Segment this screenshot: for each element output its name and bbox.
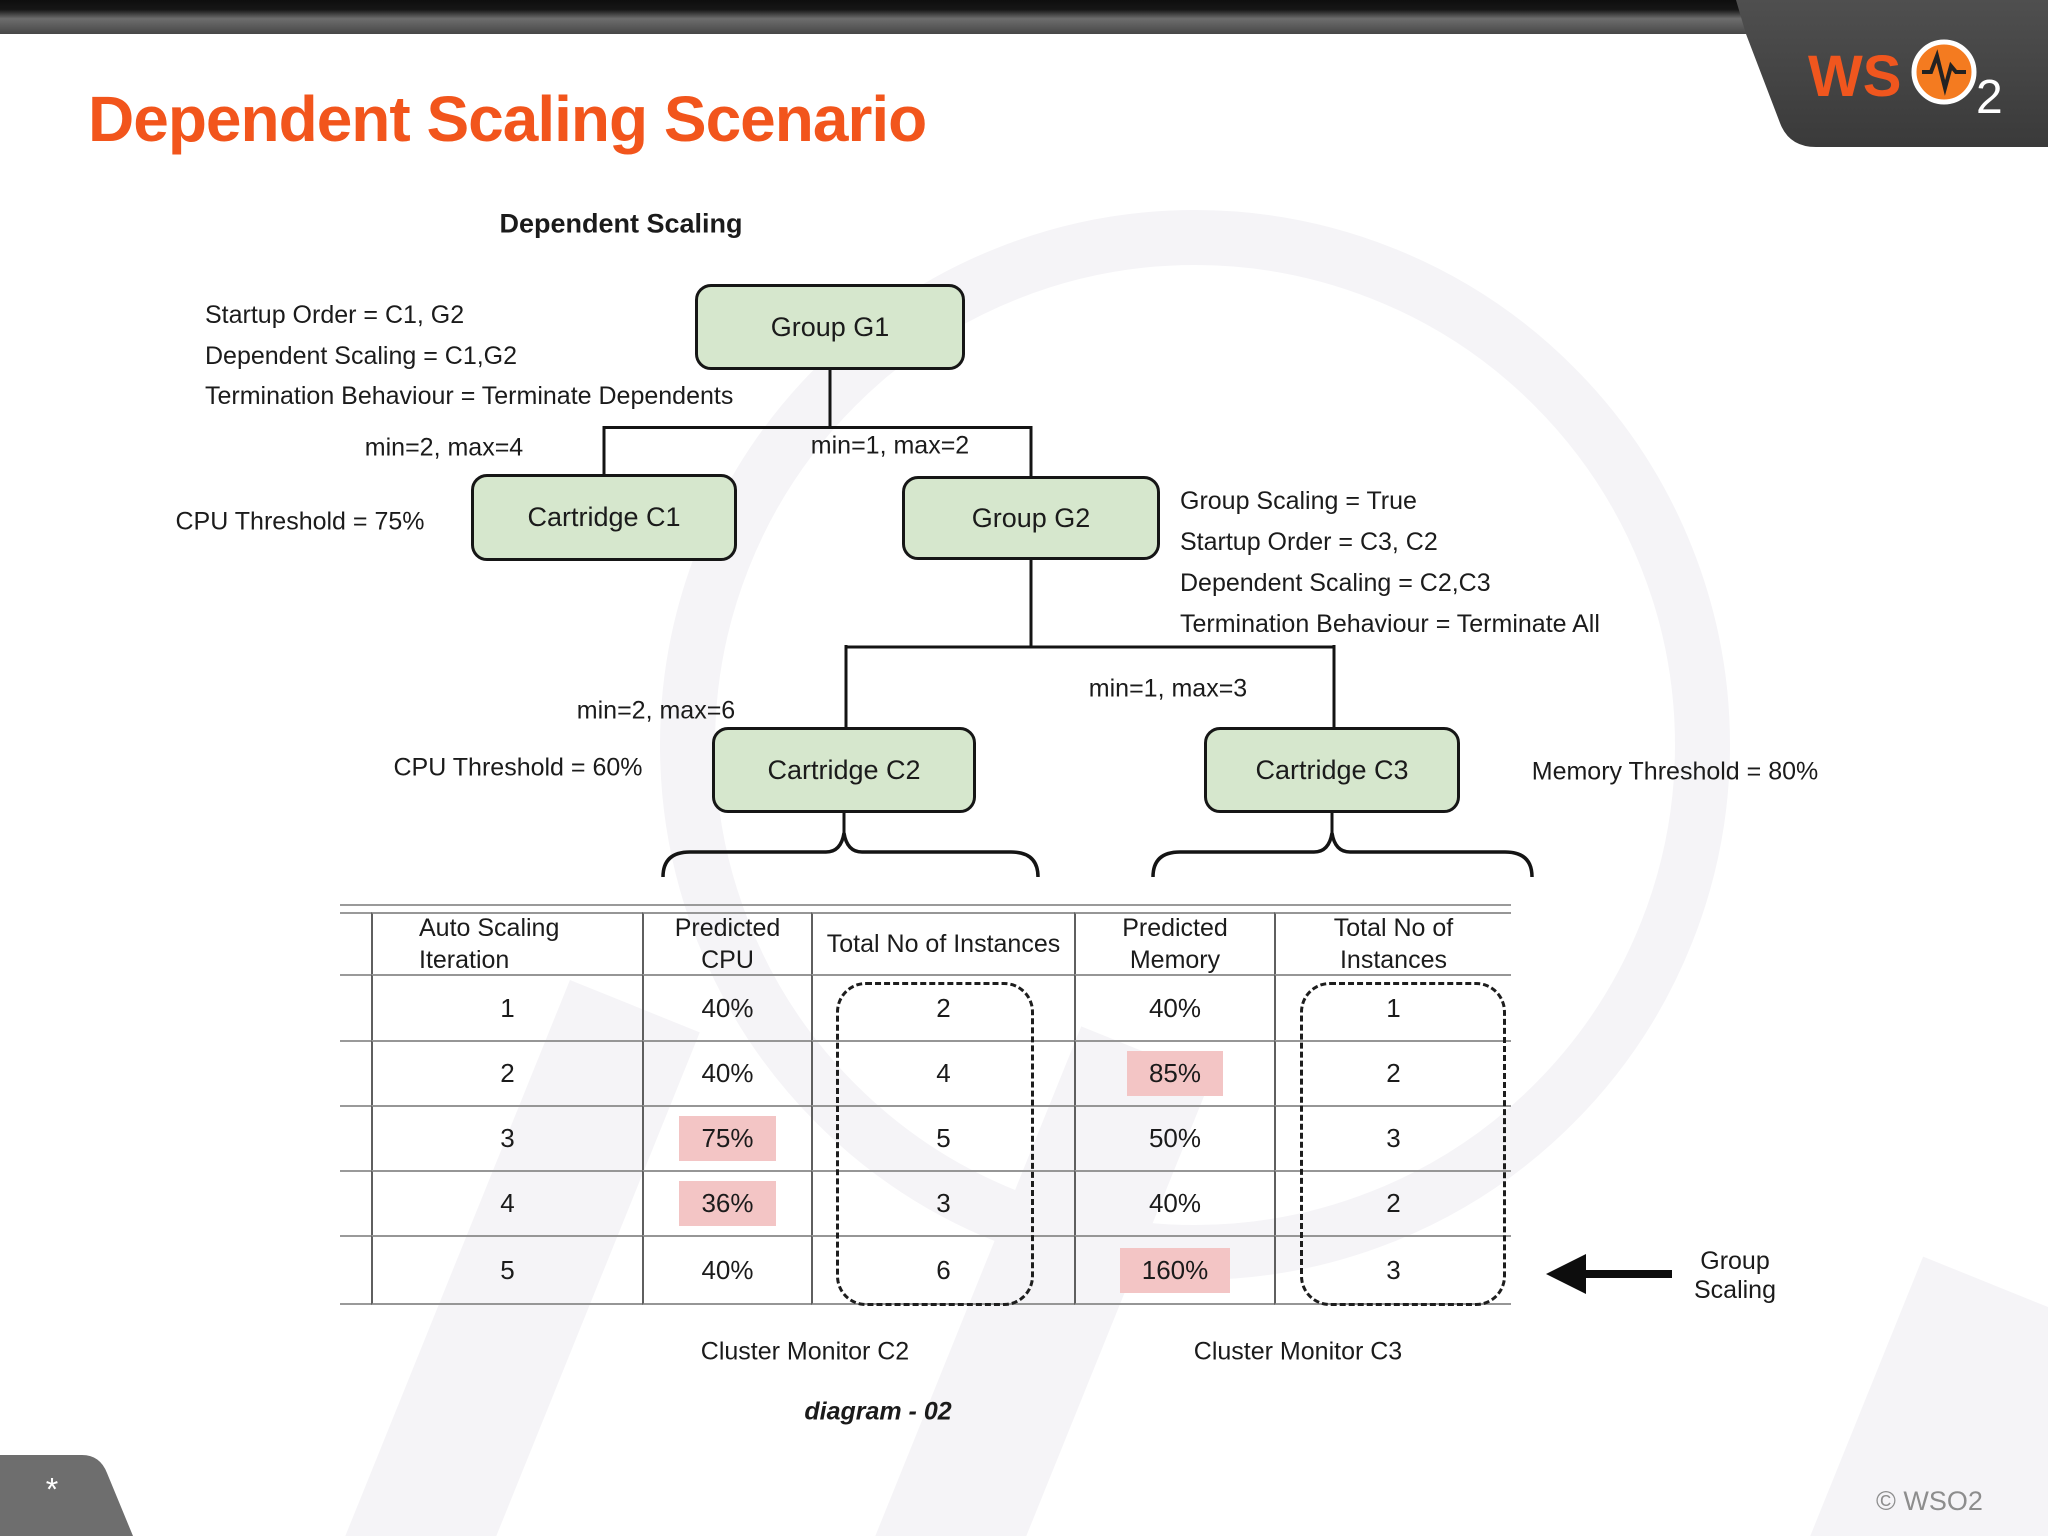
table-cell-r4-c3: 40% bbox=[1074, 1170, 1274, 1235]
table-cell-r1-c1: 40% bbox=[642, 974, 811, 1040]
node-group-g1: Group G1 bbox=[695, 284, 965, 370]
cluster-monitor-c3-caption: Cluster Monitor C3 bbox=[1193, 1337, 1403, 1366]
threshold-c1: CPU Threshold = 75% bbox=[175, 507, 425, 536]
logo-corner-shape bbox=[1736, 0, 2048, 147]
cluster-monitor-c2-caption: Cluster Monitor C2 bbox=[700, 1337, 910, 1366]
table-cell-r1-c3: 40% bbox=[1074, 974, 1274, 1040]
table-cell-r4-c1: 36% bbox=[642, 1170, 811, 1235]
logo-2-text: 2 bbox=[1976, 71, 2003, 124]
highlighted-value: 75% bbox=[679, 1116, 776, 1161]
node-cartridge-c3: Cartridge C3 bbox=[1204, 727, 1460, 813]
edge-label-c2: min=2, max=6 bbox=[576, 696, 736, 725]
table-line-overhang bbox=[340, 912, 373, 914]
diagram-caption: diagram - 02 bbox=[804, 1397, 952, 1426]
table-top-rule bbox=[340, 904, 1511, 906]
footnote-asterisk: * bbox=[45, 1471, 59, 1508]
diagram-title: Dependent Scaling bbox=[499, 208, 743, 239]
table-header-4: Total No of Instances bbox=[1274, 912, 1511, 974]
table-cell-r2-c4: 2 bbox=[1274, 1040, 1511, 1105]
table-line-overhang bbox=[340, 1040, 373, 1042]
table-line-overhang bbox=[340, 1105, 373, 1107]
g2-annotation-startup-order: Startup Order = C3, C2 bbox=[1180, 528, 1438, 556]
copyright-text: © WSO2 bbox=[1876, 1486, 1983, 1516]
dashed-box-c3-instances bbox=[1300, 982, 1506, 1306]
table-cell-r3-c4: 3 bbox=[1274, 1105, 1511, 1170]
table-header-1: Predicted CPU bbox=[642, 912, 811, 974]
g2-annotation-termination: Termination Behaviour = Terminate All bbox=[1180, 610, 1600, 638]
group-scaling-arrow-label-line: Group bbox=[1700, 1247, 1770, 1275]
table-cell-r2-c0: 2 bbox=[371, 1040, 642, 1105]
table-line-overhang bbox=[340, 1303, 373, 1305]
table-header-3: Predicted Memory bbox=[1074, 912, 1274, 974]
group-scaling-arrow-icon bbox=[1546, 1254, 1672, 1294]
logo-pulse-circle-icon bbox=[1911, 39, 1977, 105]
threshold-c2: CPU Threshold = 60% bbox=[393, 753, 643, 782]
table-cell-r2-c1: 40% bbox=[642, 1040, 811, 1105]
dashed-box-c2-instances bbox=[836, 982, 1034, 1306]
table-cell-r4-c4: 2 bbox=[1274, 1170, 1511, 1235]
threshold-c3: Memory Threshold = 80% bbox=[1531, 757, 1819, 786]
table-cell-r5-c1: 40% bbox=[642, 1235, 811, 1305]
table-cell-r5-c3: 160% bbox=[1074, 1235, 1274, 1305]
table-header-0: Auto Scaling Iteration bbox=[371, 912, 642, 974]
table-line-overhang bbox=[340, 1170, 373, 1172]
table-cell-r4-c2: 3 bbox=[811, 1170, 1074, 1235]
table-cell-r3-c3: 50% bbox=[1074, 1105, 1274, 1170]
edge-label-c3: min=1, max=3 bbox=[1088, 674, 1248, 703]
wso2-logo-block: WS 2 bbox=[1736, 0, 2048, 147]
table-line-overhang bbox=[340, 1235, 373, 1237]
node-group-g2: Group G2 bbox=[902, 476, 1160, 560]
footer-corner-shape bbox=[0, 1455, 133, 1536]
table-cell-r1-c0: 1 bbox=[371, 974, 642, 1040]
highlighted-value: 85% bbox=[1126, 1051, 1224, 1096]
table-cell-r1-c4: 1 bbox=[1274, 974, 1511, 1040]
table-line-overhang bbox=[340, 974, 373, 976]
table-cell-r2-c3: 85% bbox=[1074, 1040, 1274, 1105]
table-cell-r5-c0: 5 bbox=[371, 1235, 642, 1305]
logo-heartbeat-icon bbox=[1922, 49, 1966, 96]
table-cell-r1-c2: 2 bbox=[811, 974, 1074, 1040]
g2-annotation-group-scaling: Group Scaling = True bbox=[1180, 487, 1417, 515]
slide-title: Dependent Scaling Scenario bbox=[88, 83, 927, 155]
logo-ws-text: WS bbox=[1808, 44, 1901, 109]
g2-annotation-dependent-scaling: Dependent Scaling = C2,C3 bbox=[1180, 569, 1491, 597]
table-cell-r3-c0: 3 bbox=[371, 1105, 642, 1170]
node-cartridge-c2: Cartridge C2 bbox=[712, 727, 976, 813]
table-cell-r3-c2: 5 bbox=[811, 1105, 1074, 1170]
table-cell-r4-c0: 4 bbox=[371, 1170, 642, 1235]
g1-annotation-startup-order: Startup Order = C1, G2 bbox=[205, 301, 465, 329]
highlighted-value: 160% bbox=[1119, 1247, 1231, 1293]
group-scaling-arrow-label-line: Scaling bbox=[1694, 1276, 1776, 1304]
node-cartridge-c1: Cartridge C1 bbox=[471, 474, 737, 561]
g1-annotation-dependent-scaling: Dependent Scaling = C1,G2 bbox=[205, 342, 518, 370]
table-header-2: Total No of Instances bbox=[811, 912, 1074, 974]
g1-annotation-termination: Termination Behaviour = Terminate Depend… bbox=[205, 382, 734, 410]
top-bar bbox=[0, 0, 2048, 34]
table-cell-r3-c1: 75% bbox=[642, 1105, 811, 1170]
edge-label-c1: min=2, max=4 bbox=[364, 433, 524, 462]
table-cell-r2-c2: 4 bbox=[811, 1040, 1074, 1105]
edge-label-g2: min=1, max=2 bbox=[810, 431, 970, 460]
highlighted-value: 36% bbox=[679, 1181, 776, 1226]
